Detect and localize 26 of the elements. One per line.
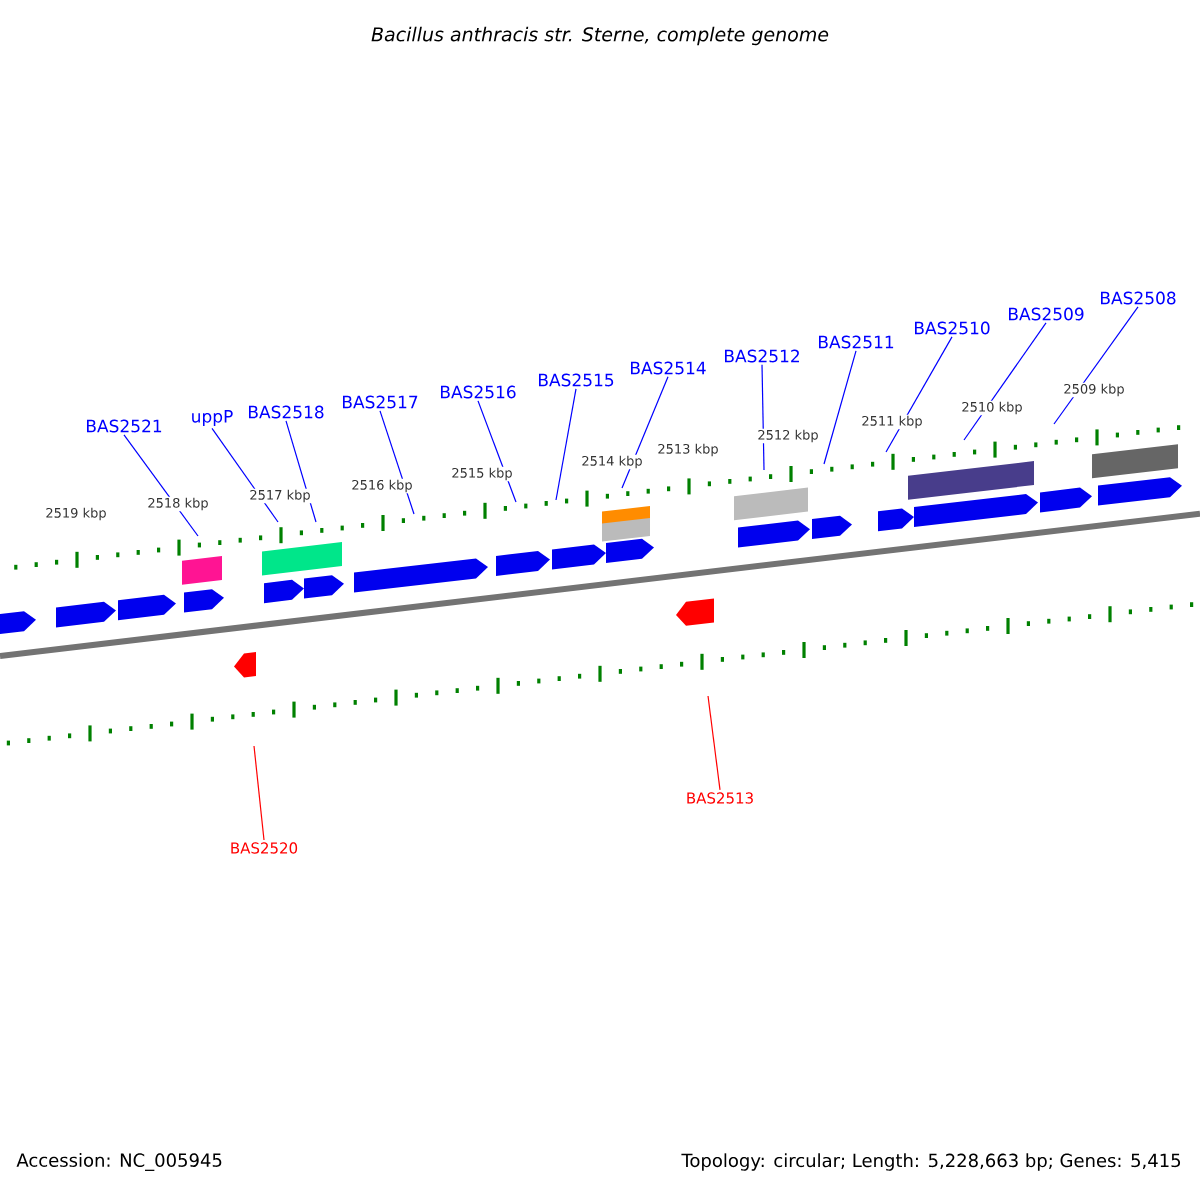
gene-label: BAS2517 [343,395,418,409]
leader-line [963,322,1047,441]
leader-line [555,388,577,501]
leader-line [379,410,415,515]
footer-text: Topology: circular; Length: 5,228,663 bp; Genes: 5,415 [681,1153,1181,1171]
gene-label: BAS2508 [1101,291,1176,305]
gene-label: BAS2516 [441,385,516,399]
leader-line [1053,306,1139,425]
gene-label: BAS2509 [1009,307,1084,321]
gene-label: BAS2521 [87,419,162,433]
gene-label: BAS2512 [725,349,799,363]
title: Bacillus anthracis str. Sterne, complete genome [371,26,829,46]
gene-label: BAS2514 [631,361,706,375]
gene-label: BAS2518 [249,405,324,419]
leader-line [823,350,857,465]
footer-text: Accession: NC_005945 [16,1153,222,1171]
gene-label: BAS2510 [915,321,990,335]
leader-line [211,427,279,523]
leader-line [621,376,669,489]
gene-label: BAS2511 [819,335,894,349]
gene-label: uppP [192,410,233,426]
gene-label: BAS2515 [539,373,614,387]
leader-line [707,695,721,791]
leader-line [123,434,199,537]
leader-line [885,336,953,453]
leader-line [253,745,265,841]
